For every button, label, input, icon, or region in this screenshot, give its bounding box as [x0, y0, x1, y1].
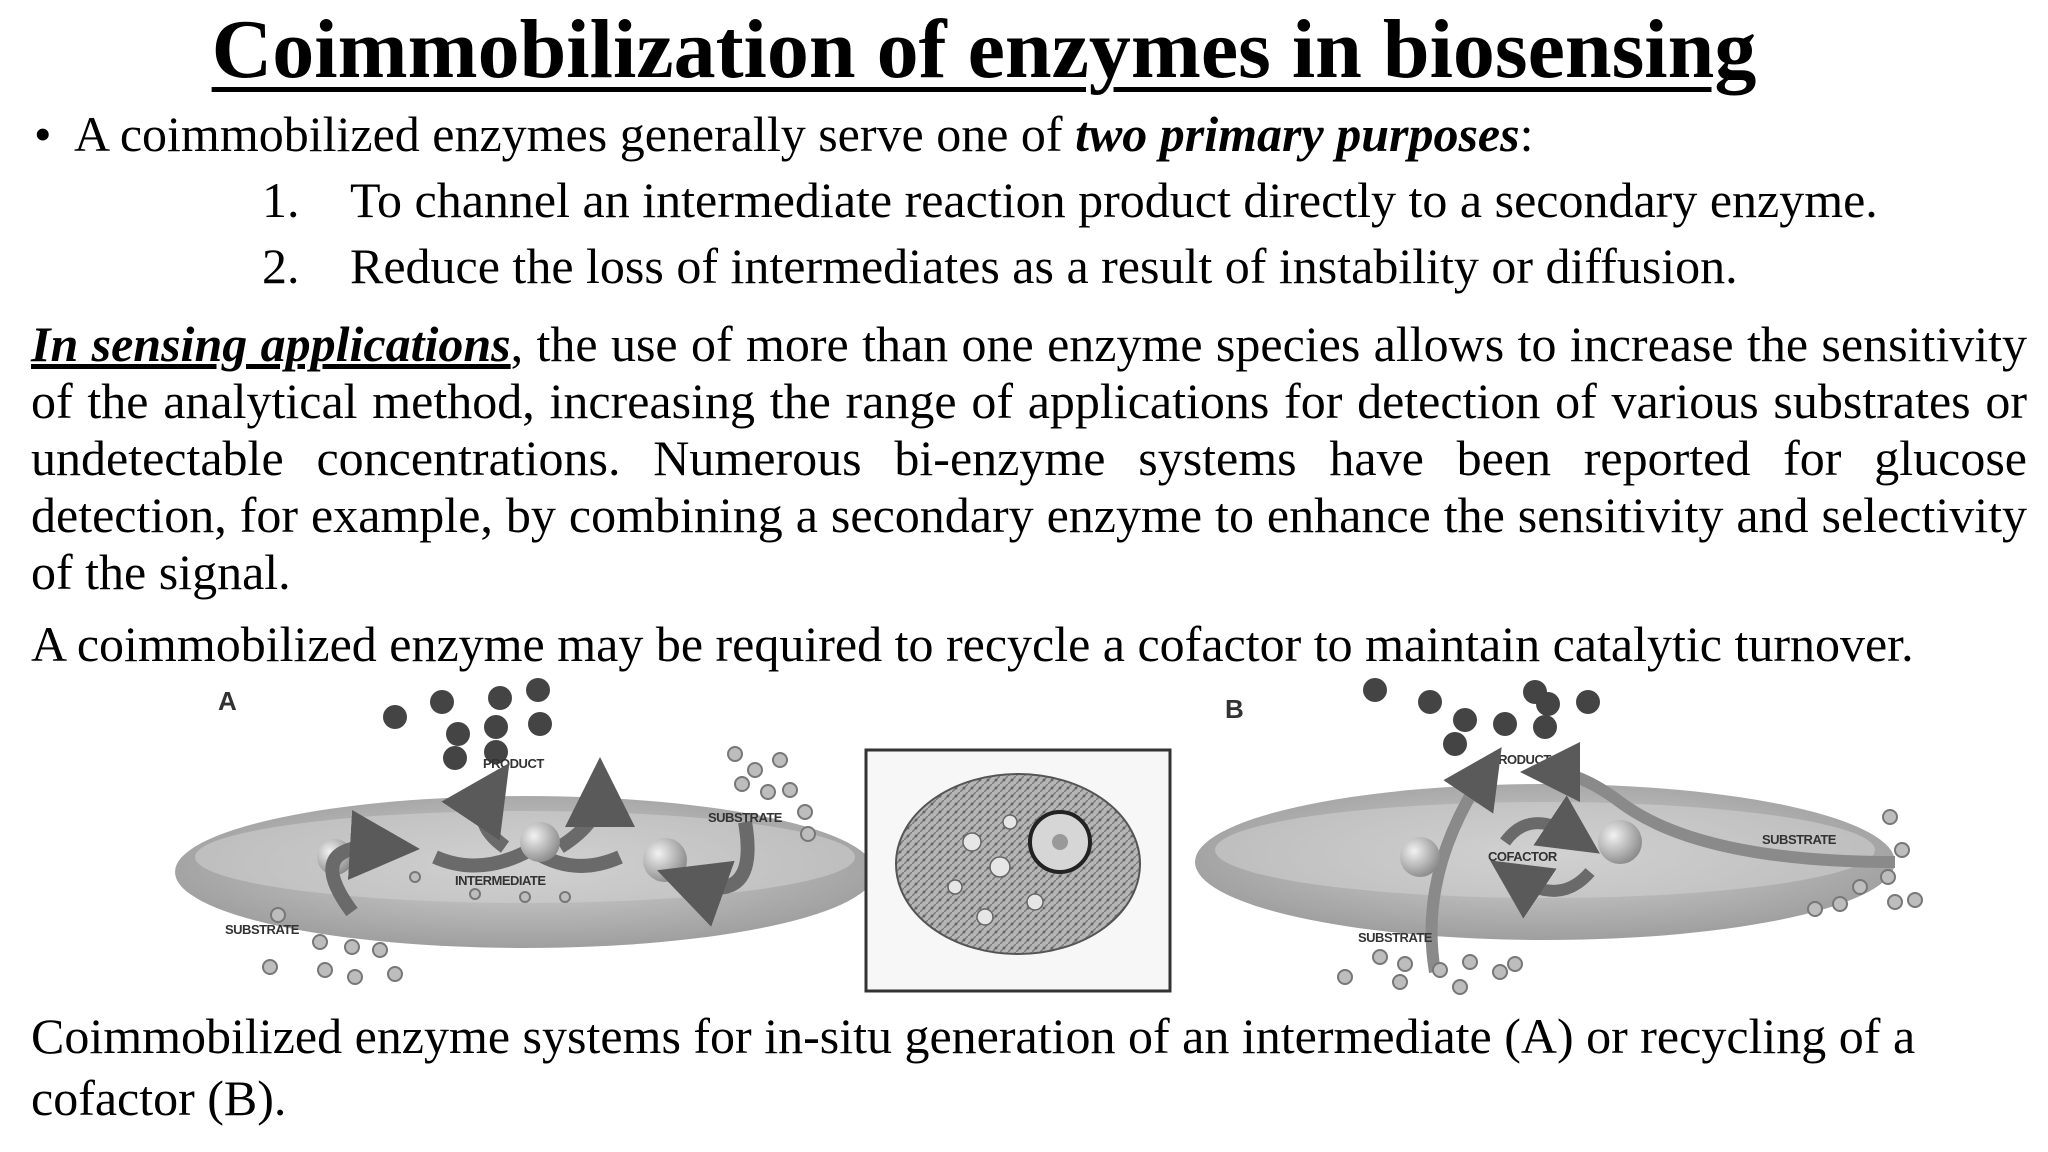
- numbered-item-1: 1. To channel an intermediate reaction pr…: [262, 170, 1878, 230]
- sensing-paragraph: In sensing applications, the use of more…: [31, 316, 2027, 601]
- figure-svg: A PRODUCT INTERMEDIATE SUBSTRATE SUBSTRA…: [175, 678, 1923, 995]
- item-number: 1.: [262, 172, 300, 228]
- product-dots-b: [1363, 678, 1600, 756]
- bullet-purposes: • A coimmobilized enzymes generally serve…: [34, 104, 1533, 164]
- slide-title: Coimmobilization of enzymes in biosensin…: [211, 3, 1757, 96]
- paragraph-body: , the use of more than one enzyme specie…: [31, 316, 2027, 600]
- panel-a-substrate-left-label: SUBSTRATE: [225, 922, 300, 937]
- substrate-dots-a: [262, 746, 816, 985]
- panel-a-intermediate-label: INTERMEDIATE: [455, 873, 546, 888]
- panel-b-substrate-bottom-label: SUBSTRATE: [1358, 930, 1433, 945]
- panel-a-letter: A: [218, 686, 237, 716]
- panel-b-letter: B: [1225, 694, 1244, 724]
- panel-b: B PRODUCT COFACTOR SUBSTRATE SUBSTRATE: [1195, 678, 1923, 995]
- substrate-dots-b: [1337, 809, 1923, 995]
- bullet-marker: •: [34, 106, 52, 162]
- figure-caption: Coimmobilized enzyme systems for in-situ…: [31, 1008, 1916, 1126]
- item-number: 2.: [262, 238, 300, 294]
- bullet-emphasis: two primary purposes: [1075, 106, 1520, 162]
- panel-a: A PRODUCT INTERMEDIATE SUBSTRATE SUBSTRA…: [175, 678, 875, 985]
- panel-b-product-label: PRODUCT: [1490, 752, 1551, 767]
- bullet-colon: :: [1519, 106, 1534, 162]
- panel-a-product-label: PRODUCT: [483, 756, 544, 771]
- panel-b-substrate-right-label: SUBSTRATE: [1762, 832, 1837, 847]
- numbered-item-2: 2. Reduce the loss of intermediates as a …: [262, 236, 1738, 296]
- beaker-bead: [895, 773, 1141, 955]
- paragraph-lead: In sensing applications: [31, 316, 511, 372]
- bullet-text: A coimmobilized enzymes generally serve …: [74, 106, 1076, 162]
- panel-b-cofactor-label: COFACTOR: [1488, 849, 1558, 864]
- item-text: Reduce the loss of intermediates as a re…: [350, 238, 1738, 294]
- enzyme-figure: A PRODUCT INTERMEDIATE SUBSTRATE SUBSTRA…: [0, 672, 2048, 1002]
- beaker-inset: [864, 748, 1172, 993]
- panel-a-substrate-right-label: SUBSTRATE: [708, 810, 783, 825]
- cofactor-statement: A coimmobilized enzyme may be required t…: [31, 616, 1914, 672]
- item-text: To channel an intermediate reaction prod…: [350, 172, 1878, 228]
- product-dots-a: [383, 678, 552, 770]
